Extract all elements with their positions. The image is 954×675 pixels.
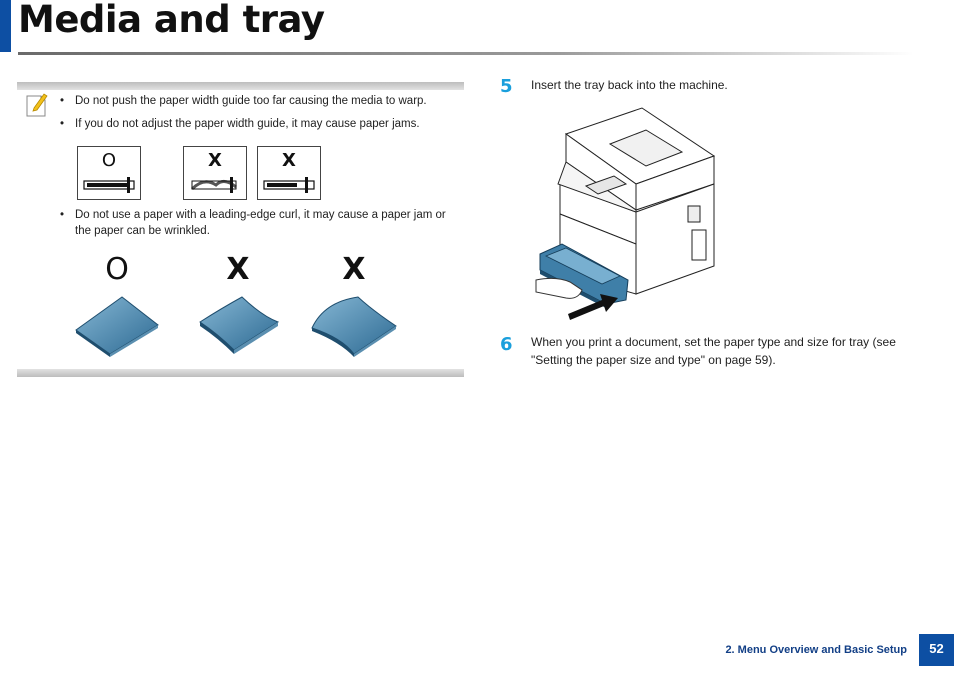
- page-number-badge: 52: [919, 634, 954, 666]
- title-accent-bar: [0, 0, 11, 52]
- note-bullet-warp: • Do not push the paper width guide too …: [60, 95, 427, 107]
- printer-tray-illustration: [535, 107, 716, 320]
- footer-section-link[interactable]: 2. Menu Overview and Basic Setup: [725, 644, 907, 656]
- step-6-text: When you print a document, set the paper…: [531, 335, 896, 367]
- note-box: [17, 82, 464, 377]
- guide-correct-figure: O: [77, 146, 141, 200]
- curl-wrong-mark-1: X: [226, 252, 249, 287]
- push-arrow-icon: [568, 294, 618, 320]
- note-bullet-curl: • Do not use a paper with a leading-edge…: [60, 209, 446, 237]
- guide-too-loose-figure: X: [257, 146, 321, 200]
- step-5-number: 5: [500, 76, 513, 97]
- guide-correct-mark: O: [102, 150, 116, 171]
- wavy-paper-stack: [311, 296, 397, 357]
- curled-paper-stack: [199, 296, 280, 354]
- guide-too-tight-mark: X: [208, 150, 222, 171]
- paper-curl-figures: O X X: [75, 252, 397, 357]
- title-divider: [18, 52, 914, 55]
- note-pencil-icon: [26, 93, 48, 117]
- note-bullet-jam: • If you do not adjust the paper width g…: [60, 118, 420, 130]
- step-5-text: Insert the tray back into the machine.: [531, 78, 728, 92]
- hand-pushing: [535, 277, 583, 299]
- flat-paper-stack: [75, 296, 159, 357]
- guide-too-tight-figure: X: [183, 146, 247, 200]
- curl-wrong-mark-2: X: [342, 252, 365, 287]
- step-6-number: 6: [500, 334, 513, 355]
- guide-too-loose-mark: X: [282, 150, 296, 171]
- note-bottom-border: [17, 369, 464, 377]
- curl-correct-mark: O: [105, 252, 129, 287]
- note-top-border: [17, 82, 464, 90]
- page-title: Media and tray: [18, 0, 325, 41]
